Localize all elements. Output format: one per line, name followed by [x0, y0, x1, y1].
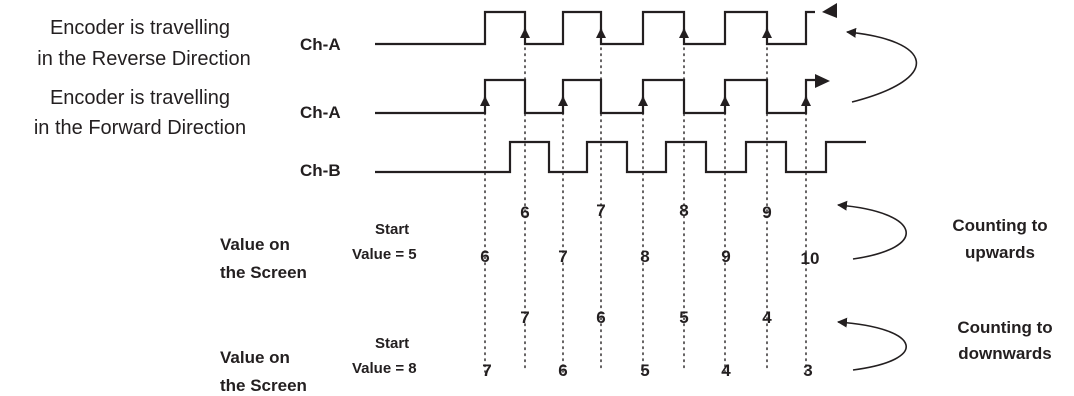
downward-start-label-line-1: Start	[375, 335, 409, 352]
upward-forward-values: 6 7 8 9 10	[480, 247, 819, 268]
waveform-forward-ch-a	[375, 78, 815, 115]
channel-label-reverse-a: Ch-A	[300, 35, 341, 54]
count-value: 7	[558, 247, 567, 266]
channel-label-b: Ch-B	[300, 161, 341, 180]
downward-value-label-line-1: Value on	[220, 348, 290, 367]
upward-reverse-values: 6 7 8 9	[520, 201, 771, 222]
counting-downwards-arrow-icon	[837, 317, 907, 371]
timing-guides	[484, 29, 807, 373]
forward-description-line-2: in the Forward Direction	[34, 117, 246, 139]
count-value: 8	[679, 201, 688, 220]
count-value: 6	[596, 308, 605, 327]
downward-reverse-values: 7 6 5 4	[520, 308, 772, 327]
count-value: 9	[721, 247, 730, 266]
counting-upwards-arrow-icon	[837, 200, 907, 260]
forward-description-line-1: Encoder is travelling	[50, 87, 230, 109]
waveform-ch-b	[375, 140, 866, 174]
count-value: 5	[640, 361, 649, 380]
count-value: 9	[762, 203, 771, 222]
count-value: 10	[801, 249, 820, 268]
count-value: 6	[480, 247, 489, 266]
count-value: 6	[520, 203, 529, 222]
direction-reversal-arrow-icon	[846, 27, 918, 103]
count-value: 7	[596, 201, 605, 220]
reverse-description-line-2: in the Reverse Direction	[37, 48, 250, 70]
downward-caption-line-1: Counting to	[957, 318, 1052, 337]
channel-label-forward-a: Ch-A	[300, 103, 341, 122]
upward-value-label-line-2: the Screen	[220, 263, 307, 282]
forward-edge-arrows	[480, 96, 811, 106]
upward-value-label-line-1: Value on	[220, 235, 290, 254]
count-value: 3	[803, 361, 812, 380]
downward-start-label-line-2: Value = 8	[352, 360, 417, 377]
reverse-direction-arrowhead-icon	[822, 3, 837, 18]
upward-start-label-line-2: Value = 5	[352, 246, 417, 263]
waveform-reverse-ch-a	[375, 10, 815, 46]
downward-caption-line-2: downwards	[958, 344, 1052, 363]
downward-forward-values: 7 6 5 4 3	[482, 361, 812, 380]
upward-caption-line-1: Counting to	[952, 216, 1047, 235]
count-value: 6	[558, 361, 567, 380]
upward-caption-line-2: upwards	[965, 243, 1035, 262]
count-value: 5	[679, 308, 688, 327]
reverse-description-line-1: Encoder is travelling	[50, 17, 230, 39]
count-value: 4	[762, 308, 772, 327]
count-value: 8	[640, 247, 649, 266]
upward-start-label-line-1: Start	[375, 221, 409, 238]
forward-direction-arrowhead-icon	[815, 74, 830, 88]
reverse-edge-arrows	[520, 28, 772, 38]
downward-value-label-line-2: the Screen	[220, 376, 307, 395]
count-value: 7	[482, 361, 491, 380]
count-value: 4	[721, 361, 731, 380]
count-value: 7	[520, 308, 529, 327]
